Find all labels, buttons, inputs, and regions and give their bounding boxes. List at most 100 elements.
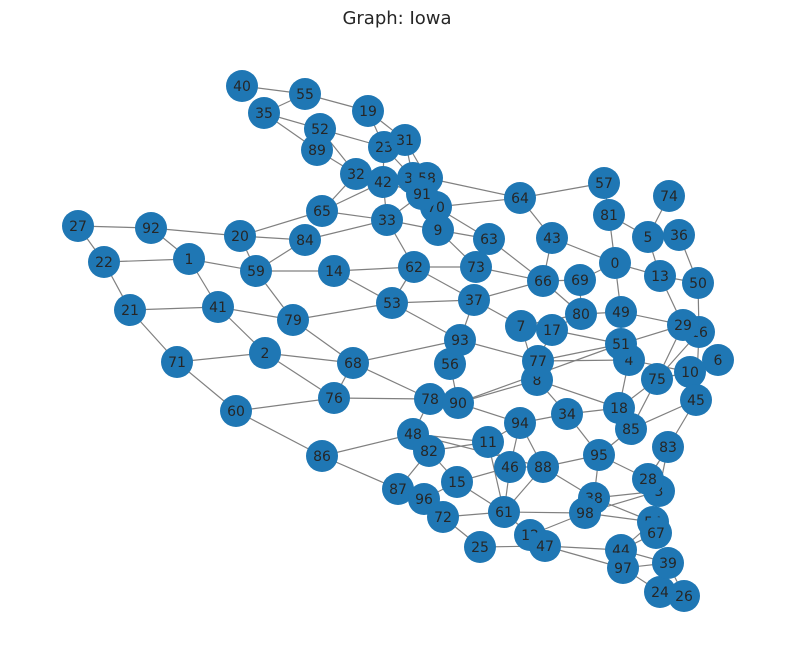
node-22: 22 xyxy=(88,246,120,278)
node-9: 9 xyxy=(422,214,454,246)
node-46: 46 xyxy=(494,451,526,483)
node-label: 37 xyxy=(465,293,483,309)
node-label: 41 xyxy=(209,300,227,316)
node-circle xyxy=(536,314,568,346)
node-circle xyxy=(588,167,620,199)
node-label: 36 xyxy=(670,228,688,244)
node-label: 8 xyxy=(533,373,542,389)
node-label: 20 xyxy=(231,229,249,245)
node-label: 89 xyxy=(308,143,326,159)
node-label: 55 xyxy=(296,87,314,103)
edge-60-76 xyxy=(235,397,335,412)
node-circle xyxy=(414,383,446,415)
node-label: 72 xyxy=(434,510,452,526)
node-63: 63 xyxy=(473,223,505,255)
node-label: 87 xyxy=(389,482,407,498)
node-label: 62 xyxy=(405,260,423,276)
node-circle xyxy=(240,255,272,287)
node-circle xyxy=(504,182,536,214)
node-circle xyxy=(226,70,258,102)
node-2: 2 xyxy=(249,337,281,369)
node-label: 56 xyxy=(441,357,459,373)
node-label: 27 xyxy=(69,219,87,235)
node-circle xyxy=(599,247,631,279)
node-71: 71 xyxy=(161,346,193,378)
node-11: 11 xyxy=(472,426,504,458)
node-label: 94 xyxy=(511,416,529,432)
node-61: 61 xyxy=(488,496,520,528)
node-circle xyxy=(702,344,734,376)
node-60: 60 xyxy=(220,395,252,427)
node-label: 48 xyxy=(404,427,422,443)
node-label: 32 xyxy=(347,167,365,183)
node-circle xyxy=(202,291,234,323)
node-label: 92 xyxy=(142,221,160,237)
node-32: 32 xyxy=(340,158,372,190)
node-circle xyxy=(607,552,639,584)
node-circle xyxy=(337,347,369,379)
node-label: 33 xyxy=(378,213,396,229)
node-label: 45 xyxy=(687,393,705,409)
node-circle xyxy=(367,166,399,198)
node-label: 51 xyxy=(612,337,630,353)
node-47: 47 xyxy=(529,530,561,562)
node-42: 42 xyxy=(367,166,399,198)
node-circle xyxy=(352,95,384,127)
node-label: 73 xyxy=(467,260,485,276)
node-label: 65 xyxy=(313,204,331,220)
node-circle xyxy=(464,531,496,563)
node-circle xyxy=(663,219,695,251)
node-76: 76 xyxy=(318,382,350,414)
node-45: 45 xyxy=(680,384,712,416)
node-circle xyxy=(593,199,625,231)
node-79: 79 xyxy=(277,304,309,336)
node-circle xyxy=(527,265,559,297)
node-86: 86 xyxy=(306,440,338,472)
node-67: 67 xyxy=(640,517,672,549)
node-circle xyxy=(389,124,421,156)
node-layer: 0123456789101112131415161718192021222324… xyxy=(62,70,734,612)
node-33: 33 xyxy=(371,204,403,236)
node-circle xyxy=(289,78,321,110)
node-label: 67 xyxy=(647,526,665,542)
node-circle xyxy=(371,204,403,236)
node-89: 89 xyxy=(301,134,333,166)
node-label: 24 xyxy=(651,585,669,601)
node-label: 21 xyxy=(121,303,139,319)
node-circle xyxy=(220,395,252,427)
node-circle xyxy=(442,387,474,419)
node-label: 43 xyxy=(543,231,561,247)
node-68: 68 xyxy=(337,347,369,379)
node-circle xyxy=(529,530,561,562)
node-circle xyxy=(382,473,414,505)
edge-68-93 xyxy=(352,339,461,364)
node-circle xyxy=(62,210,94,242)
node-39: 39 xyxy=(652,547,684,579)
node-label: 15 xyxy=(448,475,466,491)
node-6: 6 xyxy=(702,344,734,376)
node-circle xyxy=(301,134,333,166)
node-98: 98 xyxy=(569,497,601,529)
node-label: 75 xyxy=(648,372,666,388)
node-label: 64 xyxy=(511,191,529,207)
node-circle xyxy=(652,547,684,579)
node-label: 84 xyxy=(296,233,314,249)
node-circle xyxy=(318,382,350,414)
node-19: 19 xyxy=(352,95,384,127)
node-label: 39 xyxy=(659,556,677,572)
node-26: 26 xyxy=(668,580,700,612)
node-74: 74 xyxy=(653,180,685,212)
node-circle xyxy=(653,180,685,212)
node-circle xyxy=(551,398,583,430)
node-7: 7 xyxy=(505,310,537,342)
node-circle xyxy=(583,439,615,471)
node-label: 68 xyxy=(344,356,362,372)
edge-79-53 xyxy=(292,302,393,321)
node-circle xyxy=(527,451,559,483)
node-circle xyxy=(340,158,372,190)
node-34: 34 xyxy=(551,398,583,430)
node-75: 75 xyxy=(641,363,673,395)
node-35: 35 xyxy=(248,97,280,129)
node-56: 56 xyxy=(434,348,466,380)
